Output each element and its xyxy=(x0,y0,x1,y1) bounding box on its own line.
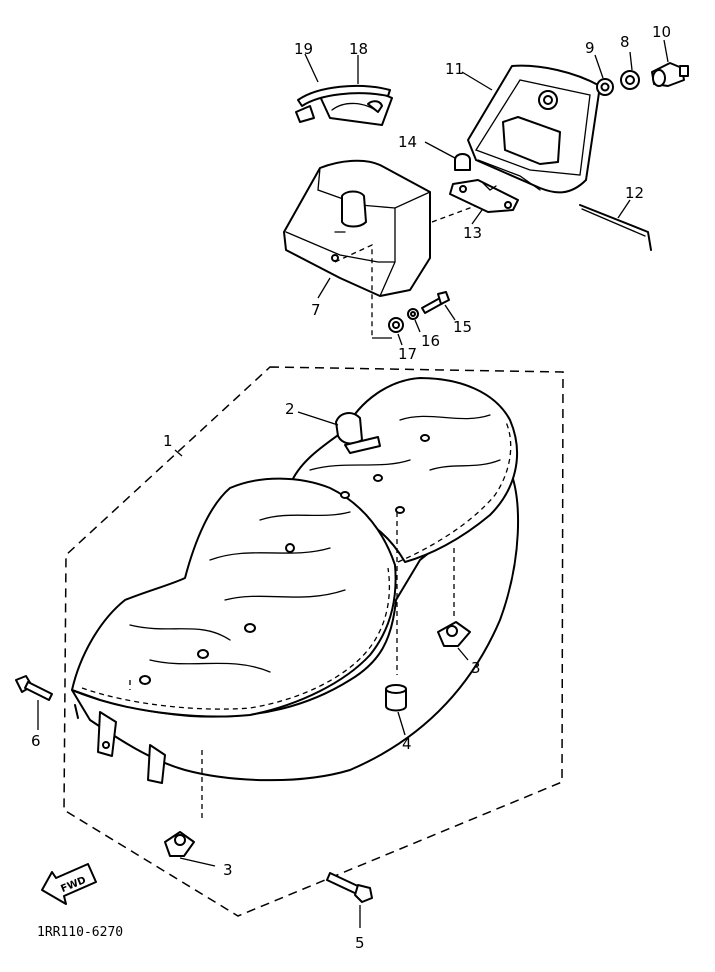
callout-9: 9 xyxy=(585,39,595,57)
callout-2: 2 xyxy=(285,400,295,418)
band xyxy=(295,84,391,123)
rod xyxy=(579,204,652,251)
plate-nut-upper xyxy=(437,621,471,647)
storage-box xyxy=(467,64,601,194)
lock-washer xyxy=(620,70,640,90)
callout-16: 16 xyxy=(421,332,440,350)
callout-17: 17 xyxy=(398,345,417,363)
callout-5: 5 xyxy=(355,934,365,952)
drawing-code: 1RR110-6270 xyxy=(37,925,123,940)
seat-assembly-boundary xyxy=(63,366,564,917)
seat xyxy=(71,377,519,784)
callout-3a: 3 xyxy=(471,659,481,677)
callout-14: 14 xyxy=(398,133,417,151)
callout-8: 8 xyxy=(620,33,630,51)
callout-12: 12 xyxy=(625,184,644,202)
callout-7: 7 xyxy=(311,301,321,319)
bolt-6 xyxy=(15,675,53,701)
forward-direction-arrow-icon: FWD xyxy=(41,863,97,905)
callout-4: 4 xyxy=(402,735,412,753)
callout-19: 19 xyxy=(294,40,313,58)
callout-10: 10 xyxy=(652,23,671,41)
callout-11: 11 xyxy=(445,60,464,78)
callout-6: 6 xyxy=(31,732,41,750)
callout-3b: 3 xyxy=(223,861,233,879)
tail-cover xyxy=(283,159,431,297)
rubber-damper xyxy=(385,684,407,712)
washer-16 xyxy=(407,308,419,320)
callout-13: 13 xyxy=(463,224,482,242)
key-cylinder xyxy=(651,62,689,87)
callout-15: 15 xyxy=(453,318,472,336)
washer-17 xyxy=(388,317,404,333)
callout-1: 1 xyxy=(163,432,173,450)
seat-strap xyxy=(335,412,381,454)
callout-18: 18 xyxy=(349,40,368,58)
plate-nut-lower xyxy=(164,831,195,857)
bolt-5 xyxy=(326,872,373,903)
bracket xyxy=(449,179,519,213)
bolt-15 xyxy=(421,291,450,314)
lock-nut xyxy=(596,78,614,96)
cap-nut xyxy=(454,153,471,171)
